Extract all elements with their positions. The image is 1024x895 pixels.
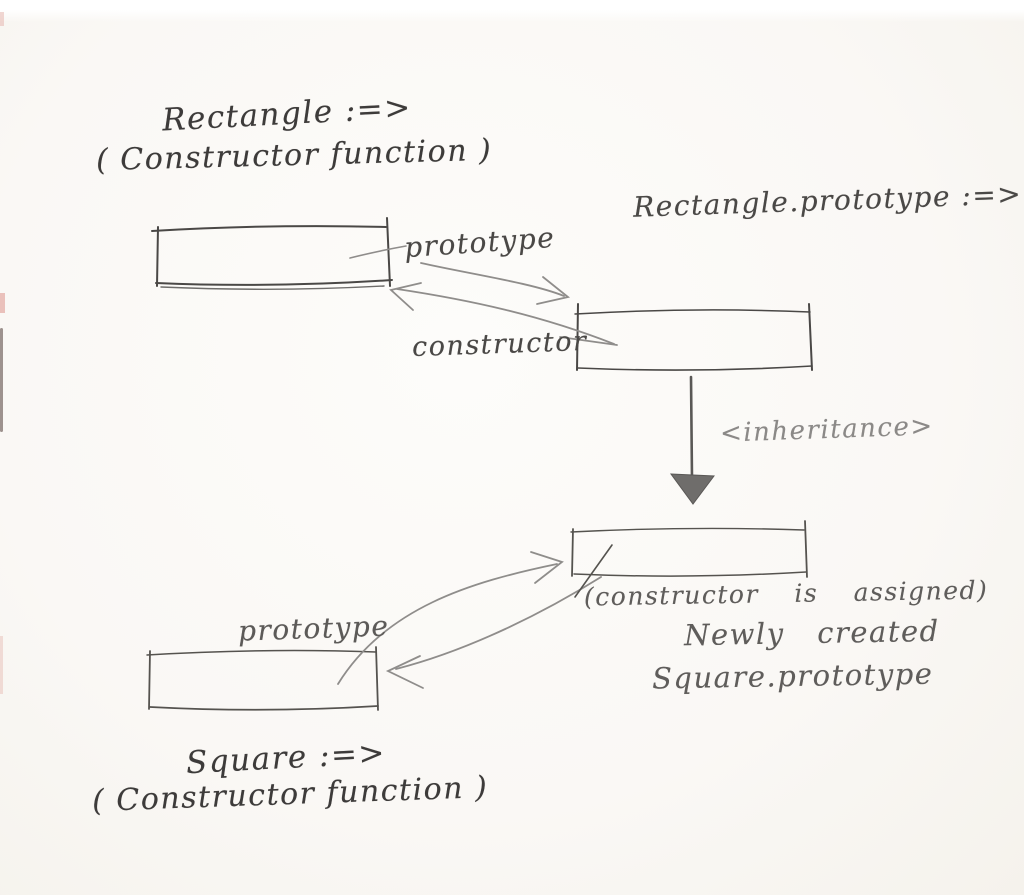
constructor-assigned-pointer-line bbox=[574, 544, 613, 598]
square-prototype-arrow bbox=[337, 551, 564, 685]
square-prototype-label: Square.prototype bbox=[651, 656, 934, 696]
newly-created-label: Newly created bbox=[683, 613, 940, 653]
prototype-property-label-bottom: prototype bbox=[237, 609, 390, 648]
rectangle-constructor-box bbox=[151, 217, 393, 290]
inheritance-arrow bbox=[669, 375, 715, 505]
constructor-property-label: constructor bbox=[411, 325, 588, 364]
square-constructor-box bbox=[146, 646, 379, 711]
square-constructor-arrow bbox=[385, 576, 602, 689]
constructor-arrow bbox=[389, 282, 618, 346]
rectangle-prototype-box bbox=[574, 303, 813, 371]
prototype-pointer-line bbox=[349, 245, 407, 259]
square-prototype-box bbox=[570, 520, 808, 578]
prototype-arrow bbox=[420, 262, 571, 305]
